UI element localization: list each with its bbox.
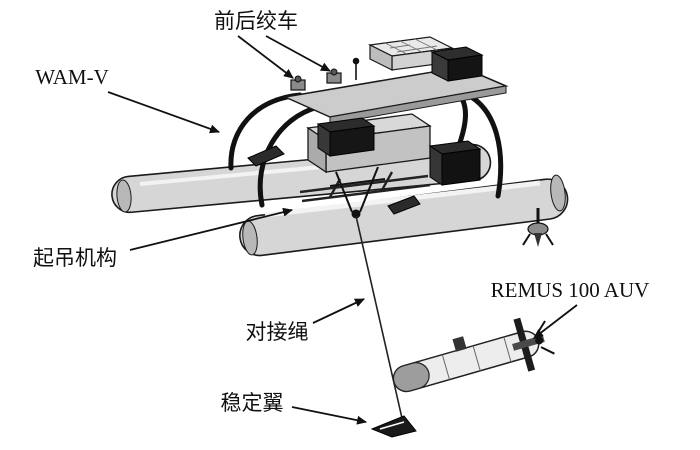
arrow-lifting [129, 207, 293, 251]
auv-mast [452, 336, 467, 352]
label-wamv: WAM-V [35, 65, 109, 89]
pontoon-near-endcap [550, 174, 566, 212]
motor-pod-near [387, 195, 421, 215]
auv-nose [392, 362, 430, 393]
arrow-winch-front [237, 35, 294, 79]
remus-auv [392, 317, 555, 393]
arch-front-near [257, 104, 321, 208]
arrow-fin [291, 406, 367, 425]
label-rope: 对接绳 [246, 320, 309, 344]
auv-hull-seams [441, 336, 512, 380]
pontoon-far-nose [116, 179, 132, 213]
label-auv: REMUS 100 AUV [491, 278, 650, 302]
pontoon-equipment-box [428, 140, 482, 186]
wamv-vessel [111, 36, 569, 257]
pontoon-near [239, 174, 569, 257]
deck-electronics-box [430, 46, 484, 82]
arrow-auv [533, 304, 578, 339]
label-winch: 前后绞车 [214, 9, 298, 33]
label-fin: 稳定翼 [221, 391, 284, 415]
winch-rear [326, 68, 342, 84]
payload-black-box [316, 117, 376, 157]
frame-trusses [299, 171, 431, 203]
arrow-wamv [107, 91, 220, 134]
motor-pod-far [247, 145, 285, 167]
arrow-rope [312, 298, 365, 324]
arrow-winch-rear [265, 35, 331, 72]
deck-antenna [352, 57, 360, 80]
lifting-mechanism [329, 166, 386, 219]
arch-rear-near [465, 92, 504, 199]
stabilizer-fin [370, 415, 417, 438]
winch-front [290, 75, 306, 91]
thruster-pod [522, 208, 554, 247]
label-lifting: 起吊机构 [33, 246, 117, 270]
pontoon-near-highlight [264, 180, 541, 218]
docking-rope-line [355, 215, 405, 428]
